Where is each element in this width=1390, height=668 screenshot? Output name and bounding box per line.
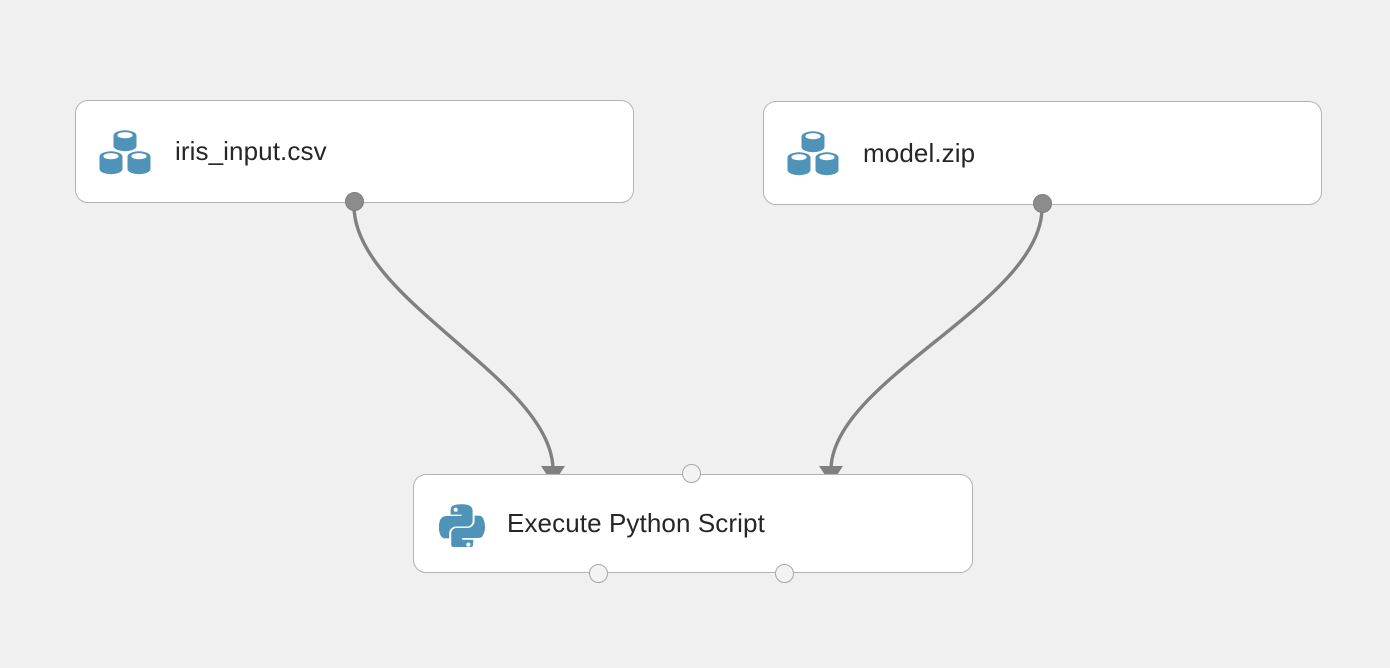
port-input-python-script[interactable]	[681, 463, 701, 483]
node-label: Execute Python Script	[507, 508, 765, 538]
node-model-zip[interactable]: model.zip	[763, 101, 1322, 205]
node-iris-input[interactable]: iris_input.csv	[75, 100, 634, 203]
edge-model-to-python[interactable]	[819, 206, 1044, 484]
python-icon	[439, 501, 485, 547]
node-execute-python-script[interactable]: Execute Python Script	[413, 474, 973, 573]
dataset-icon	[784, 124, 842, 182]
edge-iris-to-python[interactable]	[352, 204, 565, 484]
port-output-model-zip[interactable]	[1032, 193, 1052, 213]
node-label: model.zip	[863, 137, 976, 168]
edge-path[interactable]	[829, 206, 1044, 472]
port-output-python-script-1[interactable]	[588, 563, 608, 583]
dataset-icon	[96, 123, 154, 181]
port-output-python-script-2[interactable]	[774, 563, 794, 583]
edge-path[interactable]	[352, 204, 555, 472]
node-label: iris_input.csv	[175, 136, 327, 166]
port-output-iris-input[interactable]	[344, 191, 364, 211]
